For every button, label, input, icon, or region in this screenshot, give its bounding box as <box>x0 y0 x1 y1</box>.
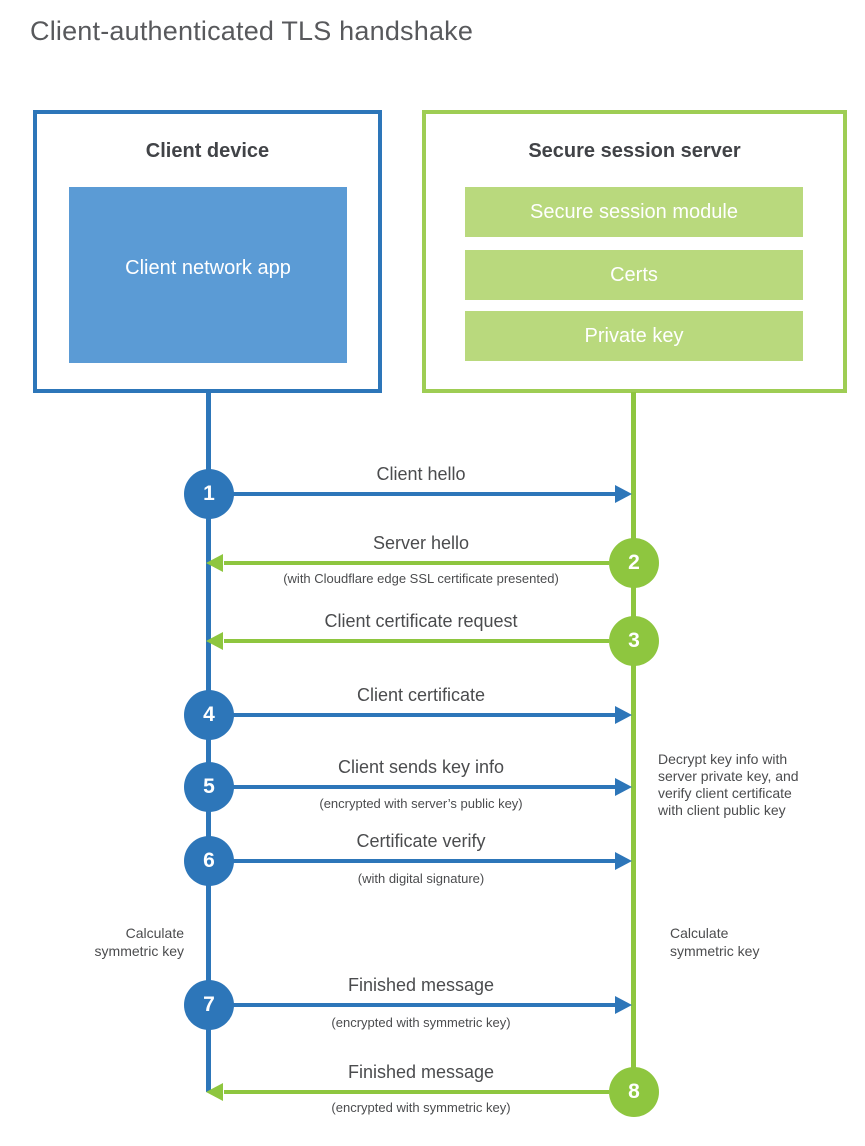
step-circle-2: 2 <box>609 538 659 588</box>
server-lifeline <box>631 392 636 1093</box>
message-label-client-certificate-request: Client certificate request <box>324 611 518 631</box>
arrowhead-left-icon <box>206 1083 223 1101</box>
step-circle-8: 8 <box>609 1067 659 1117</box>
arrow-shaft <box>232 492 617 496</box>
server-module-certs: Certs <box>465 250 803 300</box>
arrow-shaft <box>232 1003 617 1007</box>
message-label-client-certificate: Client certificate <box>356 685 486 705</box>
client-device-title: Client device <box>145 140 270 162</box>
client-device-box: Client device Client network app <box>33 110 382 393</box>
secure-session-server-title: Secure session server <box>528 140 741 162</box>
secure-session-server-box: Secure session server Secure session mod… <box>422 110 847 393</box>
arrowhead-left-icon <box>206 632 223 650</box>
arrow-shaft <box>232 713 617 717</box>
message-sublabel-finished-message-server: (encrypted with symmetric key) <box>331 1100 511 1115</box>
message-sublabel-finished-message-client: (encrypted with symmetric key) <box>331 1015 511 1030</box>
arrow-shaft <box>224 1090 609 1094</box>
arrowhead-right-icon <box>615 778 632 796</box>
message-label-finished-message-client: Finished message <box>347 975 495 995</box>
message-sublabel-client-sends-key-info: (encrypted with server’s public key) <box>319 796 523 811</box>
message-label-certificate-verify: Certificate verify <box>356 831 486 851</box>
arrowhead-right-icon <box>615 996 632 1014</box>
message-sublabel-certificate-verify: (with digital signature) <box>357 871 485 886</box>
server-module-private-key: Private key <box>465 311 803 361</box>
note-calculate-symmetric-key-server: Calculate symmetric key <box>670 925 760 959</box>
client-lifeline <box>206 392 211 1092</box>
step-circle-6: 6 <box>184 836 234 886</box>
arrowhead-right-icon <box>615 485 632 503</box>
note-decrypt-key-info: Decrypt key info with server private key… <box>658 751 799 818</box>
message-label-client-sends-key-info: Client sends key info <box>337 757 505 777</box>
client-network-app-box: Client network app <box>69 187 347 363</box>
step-circle-1: 1 <box>184 469 234 519</box>
arrow-shaft <box>232 859 617 863</box>
message-label-server-hello: Server hello <box>372 533 470 553</box>
arrowhead-right-icon <box>615 706 632 724</box>
arrow-shaft <box>224 561 609 565</box>
note-calculate-symmetric-key-client: Calculate symmetric key <box>94 925 184 959</box>
step-circle-3: 3 <box>609 616 659 666</box>
page-title: Client-authenticated TLS handshake <box>30 16 474 46</box>
arrow-shaft <box>224 639 609 643</box>
step-circle-5: 5 <box>184 762 234 812</box>
arrow-shaft <box>232 785 617 789</box>
step-circle-4: 4 <box>184 690 234 740</box>
arrowhead-right-icon <box>615 852 632 870</box>
message-label-client-hello: Client hello <box>376 464 466 484</box>
message-label-finished-message-server: Finished message <box>347 1062 495 1082</box>
message-sublabel-server-hello: (with Cloudflare edge SSL certificate pr… <box>283 571 559 586</box>
server-module-secure-session: Secure session module <box>465 187 803 237</box>
step-circle-7: 7 <box>184 980 234 1030</box>
arrowhead-left-icon <box>206 554 223 572</box>
